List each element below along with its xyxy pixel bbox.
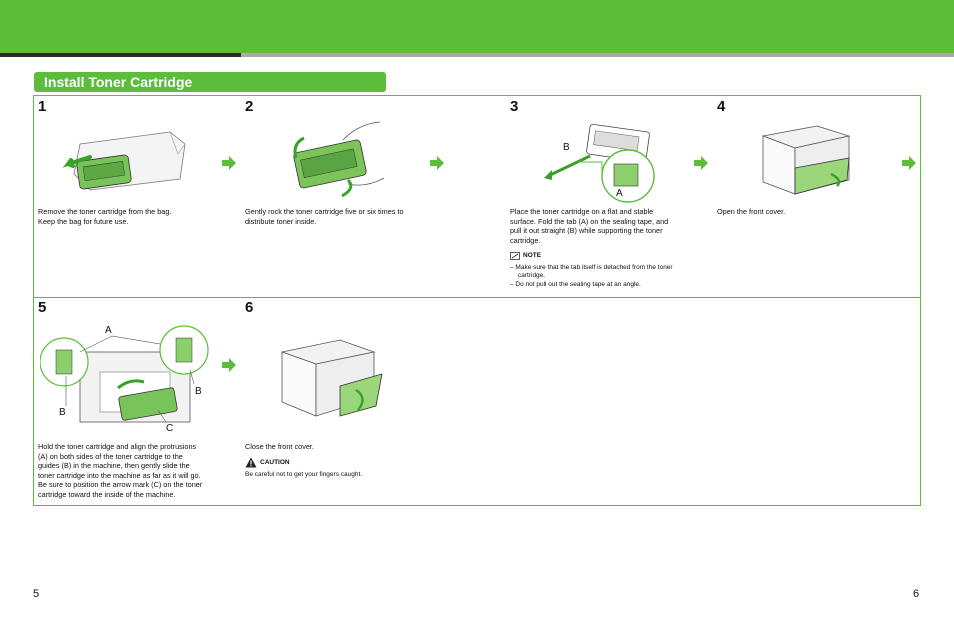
step-6-line: Close the front cover. [245, 442, 314, 451]
step-1-line: Remove the toner cartridge from the bag. [38, 207, 172, 216]
step-5-line: guides (B) in the machine, then gently s… [38, 461, 190, 471]
step-6-caution-text: Be careful not to get your fingers caugh… [245, 471, 363, 478]
step-2-text: Gently rock the toner cartridge five or … [245, 207, 435, 226]
step-2-line: Gently rock the toner cartridge five or … [245, 207, 404, 216]
step-1-line: Keep the bag for future use. [38, 216, 129, 226]
step-6-text: Close the front cover. [245, 442, 435, 452]
step-5-line: (A) on both sides of the toner cartridge… [38, 451, 183, 461]
step-3-number: 3 [510, 98, 519, 115]
step-2-number: 2 [245, 98, 254, 115]
step-5-line: cartridge toward the inside of the machi… [38, 489, 176, 499]
step-5-text: Hold the toner cartridge and align the p… [38, 442, 223, 500]
step-1-number: 1 [38, 98, 47, 115]
step-3-callout-a: A [616, 188, 623, 199]
step-3-note-title: NOTE [510, 252, 541, 260]
step-4-text: Open the front cover. [717, 207, 897, 217]
step-3-line: surface. Fold the tab (A) on the sealing… [510, 216, 669, 226]
note-icon [510, 252, 520, 260]
step-5-line: Be sure to position the arrow mark (C) o… [38, 480, 203, 490]
step-3-line: cartridge. [510, 235, 541, 245]
page-number-left: 5 [33, 588, 40, 600]
step-5-callout-b-right: B [195, 386, 202, 397]
step-2-line: distribute toner inside. [245, 216, 317, 226]
next-step-arrow-icon [222, 156, 236, 170]
step-5-callout-a: A [105, 325, 112, 336]
step-6-illustration [280, 339, 383, 417]
step-5-illustration [40, 325, 209, 423]
steps-row-divider [33, 297, 921, 298]
step-6-caution-title: CAUTION [245, 457, 290, 468]
note-title-label: NOTE [523, 252, 542, 259]
step-4-number: 4 [717, 98, 726, 115]
step-3-note-item: – Make sure that the tab itself is detac… [510, 264, 673, 279]
step-3-text: Place the toner cartridge on a flat and … [510, 207, 695, 245]
step-4-illustration [761, 125, 851, 195]
caution-title-label: CAUTION [260, 458, 290, 466]
step-5-callout-b-left: B [59, 407, 66, 418]
next-step-arrow-icon [694, 156, 708, 170]
header-band [0, 0, 954, 53]
step-5-line: Hold the toner cartridge and align the p… [38, 442, 197, 451]
next-step-arrow-icon [430, 156, 444, 170]
header-rule-grey [241, 53, 954, 57]
next-step-arrow-icon [222, 358, 236, 372]
step-5-callout-c: C [166, 423, 174, 434]
steps-frame [33, 95, 921, 506]
step-1-text: Remove the toner cartridge from the bag.… [38, 207, 223, 226]
step-1-illustration [62, 131, 186, 191]
header-rule-dark [0, 53, 241, 57]
caution-warning-icon [245, 457, 257, 468]
step-2-illustration [293, 121, 385, 198]
step-3-illustration [544, 123, 655, 203]
step-3-line: Place the toner cartridge on a flat and … [510, 207, 654, 216]
step-3-note-item: – Do not pull out the sealing tape at an… [510, 281, 641, 288]
step-5-number: 5 [38, 299, 47, 316]
next-step-arrow-icon [902, 156, 916, 170]
step-4-line: Open the front cover. [717, 207, 786, 216]
section-title: Install Toner Cartridge [34, 72, 386, 92]
step-6-number: 6 [245, 299, 254, 316]
page-number-right: 6 [913, 588, 920, 600]
step-3-callout-b: B [563, 142, 570, 153]
step-3-line: pull it out straight (B) while supportin… [510, 226, 663, 236]
step-5-line: toner cartridge into the machine as far … [38, 470, 201, 480]
